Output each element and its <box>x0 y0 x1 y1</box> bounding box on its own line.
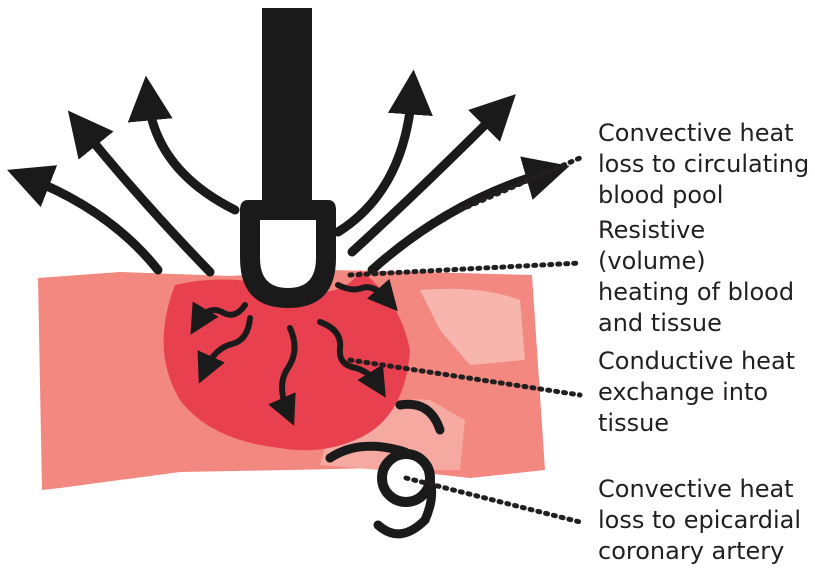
label-resistive-heating: Resistive (volume) heating of blood and … <box>598 215 815 339</box>
catheter <box>240 8 336 308</box>
label-convective-artery: Convective heat loss to epicardial coron… <box>598 474 801 567</box>
label-conductive-exchange: Conductive heat exchange into tissue <box>598 346 795 439</box>
label-convective-blood-pool: Convective heat loss to circulating bloo… <box>598 118 809 211</box>
